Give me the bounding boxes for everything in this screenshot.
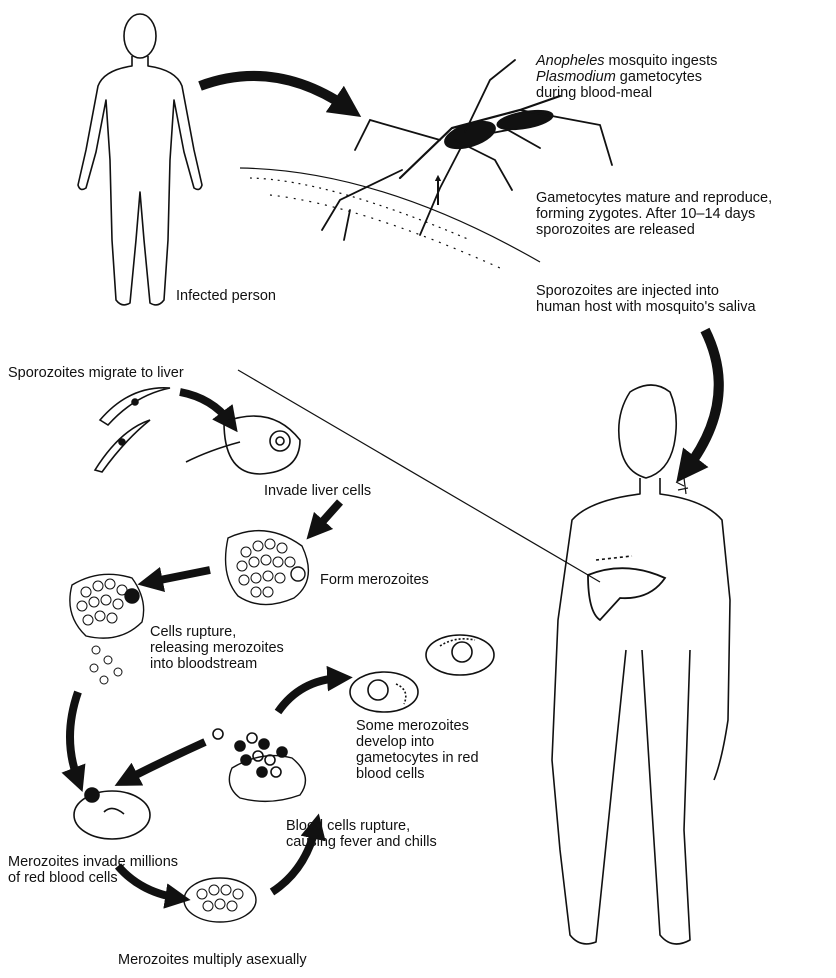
label-some-merozoites: Some merozoites develop into gametocytes… — [356, 718, 479, 782]
some-merozoites-line-1: Some merozoites — [356, 718, 479, 734]
some-merozoites-line-4: blood cells — [356, 766, 479, 782]
skin-surface — [240, 168, 540, 268]
arrow-back-to-red-cell — [126, 742, 205, 780]
invade-liver-text: Invade liver cells — [264, 483, 371, 499]
arrow-to-gametocytes — [278, 678, 340, 712]
sporozoites-migrate-text: Sporozoites migrate to liver — [8, 365, 184, 381]
gametocytes-mature-line-1: Gametocytes mature and reproduce, — [536, 190, 772, 206]
arrow-to-mosquito — [200, 76, 348, 108]
arrow-to-merozoite-cell — [315, 502, 340, 530]
label-sporozoites-migrate: Sporozoites migrate to liver — [8, 365, 184, 381]
label-form-merozoites: Form merozoites — [320, 572, 429, 588]
mosquito-ingests-line-3: during blood-meal — [536, 85, 717, 101]
label-invade-liver: Invade liver cells — [264, 483, 371, 499]
label-merozoites-invade: Merozoites invade millions of red blood … — [8, 854, 178, 886]
merozoites-invade-line-2: of red blood cells — [8, 870, 178, 886]
infected-person-figure — [78, 14, 202, 305]
label-gametocytes-mature: Gametocytes mature and reproduce, formin… — [536, 190, 772, 238]
label-infected-person: Infected person — [176, 288, 276, 304]
mosquito-ingests-line-1: Anopheles mosquito ingests — [536, 53, 717, 69]
some-merozoites-line-3: gametocytes in red — [356, 750, 479, 766]
red-blood-cell — [74, 788, 150, 839]
label-sporozoites-injected: Sporozoites are injected into human host… — [536, 283, 756, 315]
plasmodium-genus: Plasmodium — [536, 69, 616, 85]
gametocytes-rest: gametocytes — [616, 69, 702, 85]
cells-rupture-line-3: into bloodstream — [150, 656, 284, 672]
form-merozoites-text: Form merozoites — [320, 572, 429, 588]
infected-person-text: Infected person — [176, 288, 276, 304]
bite-mark — [676, 478, 688, 494]
merozoite-forming-cell — [226, 531, 309, 605]
liver-cell — [186, 416, 300, 474]
liver-shape — [588, 568, 665, 620]
arrow-to-host — [686, 330, 719, 470]
liver-pointer-line — [238, 370, 600, 582]
label-merozoites-multiply: Merozoites multiply asexually — [118, 952, 307, 968]
rupturing-liver-cell — [70, 574, 144, 684]
blood-cells-rupture-line-1: Blood cells rupture, — [286, 818, 437, 834]
human-host-figure — [552, 385, 730, 944]
sporozoites-injected-line-1: Sporozoites are injected into — [536, 283, 756, 299]
some-merozoites-line-2: develop into — [356, 734, 479, 750]
label-cells-rupture: Cells rupture, releasing merozoites into… — [150, 624, 284, 672]
gametocytes-mature-line-2: forming zygotes. After 10–14 days — [536, 206, 772, 222]
cells-rupture-line-1: Cells rupture, — [150, 624, 284, 640]
mosquito-ingests-line-2: Plasmodium gametocytes — [536, 69, 717, 85]
ruptured-blood-cell — [213, 729, 305, 801]
sporozoites-injected-line-2: human host with mosquito's saliva — [536, 299, 756, 315]
gametocytes-mature-line-3: sporozoites are released — [536, 222, 772, 238]
gametocyte-cells — [350, 635, 494, 712]
cells-rupture-line-2: releasing merozoites — [150, 640, 284, 656]
label-blood-cells-rupture: Blood cells rupture, causing fever and c… — [286, 818, 437, 850]
arrow-to-rupturing-cell — [150, 570, 210, 582]
merozoites-multiply-text: Merozoites multiply asexually — [118, 952, 307, 968]
sporozoites — [95, 388, 170, 472]
arrow-to-liver-cell — [180, 392, 230, 422]
merozoites-invade-line-1: Merozoites invade millions — [8, 854, 178, 870]
multiplying-cell — [184, 878, 256, 922]
anopheles-genus: Anopheles — [536, 53, 605, 69]
blood-cells-rupture-line-2: causing fever and chills — [286, 834, 437, 850]
label-mosquito-ingests: Anopheles mosquito ingests Plasmodium ga… — [536, 53, 717, 101]
arrow-to-red-cell — [70, 692, 78, 780]
ingests-rest: mosquito ingests — [605, 53, 718, 69]
